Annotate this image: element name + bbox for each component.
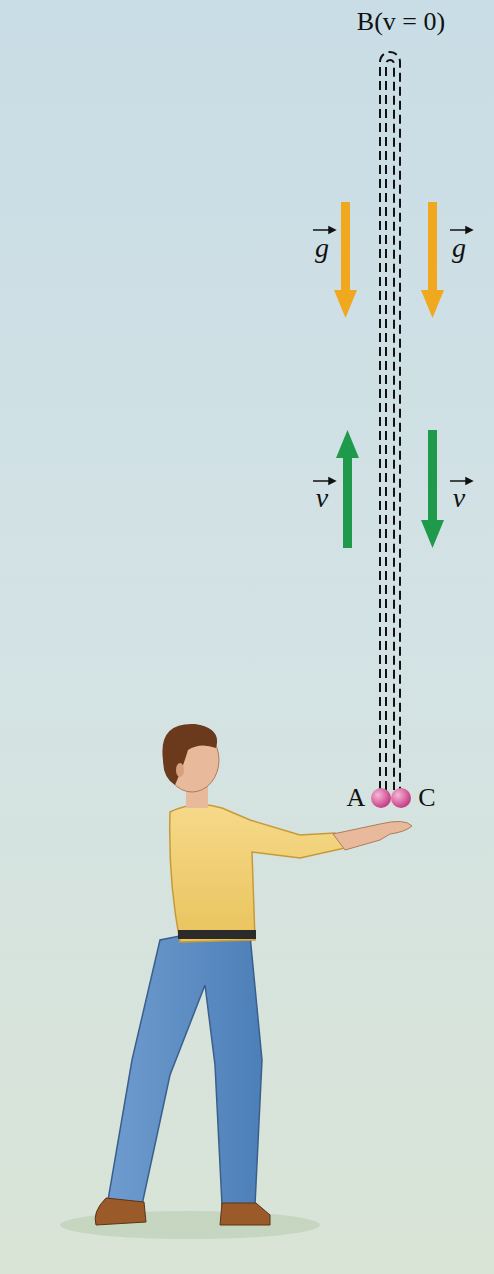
vector-label: v — [316, 484, 328, 512]
vector-label: g — [452, 234, 466, 262]
vector-mark — [313, 227, 472, 484]
vector-label: g — [315, 234, 329, 262]
ball — [391, 788, 411, 808]
g-arrow — [334, 202, 444, 318]
trajectory — [380, 52, 400, 790]
point-label: B(v = 0) — [357, 9, 445, 35]
v-arrow — [336, 430, 444, 548]
ball — [371, 788, 391, 808]
point-label: C — [418, 785, 435, 811]
point-label: A — [347, 785, 366, 811]
vector-label: v — [453, 484, 465, 512]
man-figure — [95, 724, 412, 1225]
